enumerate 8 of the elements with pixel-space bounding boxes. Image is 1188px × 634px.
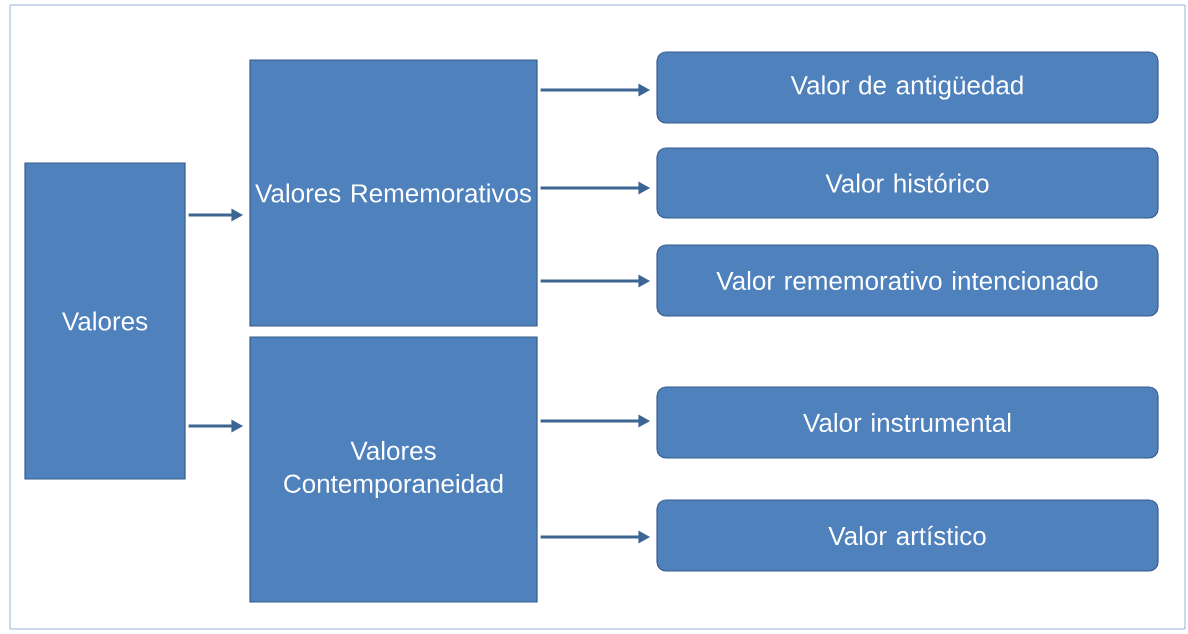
rounded-box: Valor histórico	[656, 147, 1159, 219]
rounded-box: Valor de antigüedad	[656, 51, 1159, 124]
rounded-box: Valor rememorativo intencionado	[656, 244, 1159, 317]
category-box: Valores Contemporaneidad	[249, 336, 538, 603]
category-box: Valores Rememorativos	[249, 59, 538, 327]
rounded-box: Valor artístico	[656, 499, 1159, 572]
rounded-box: Valor instrumental	[656, 386, 1159, 459]
category-box: Valores	[24, 162, 186, 480]
